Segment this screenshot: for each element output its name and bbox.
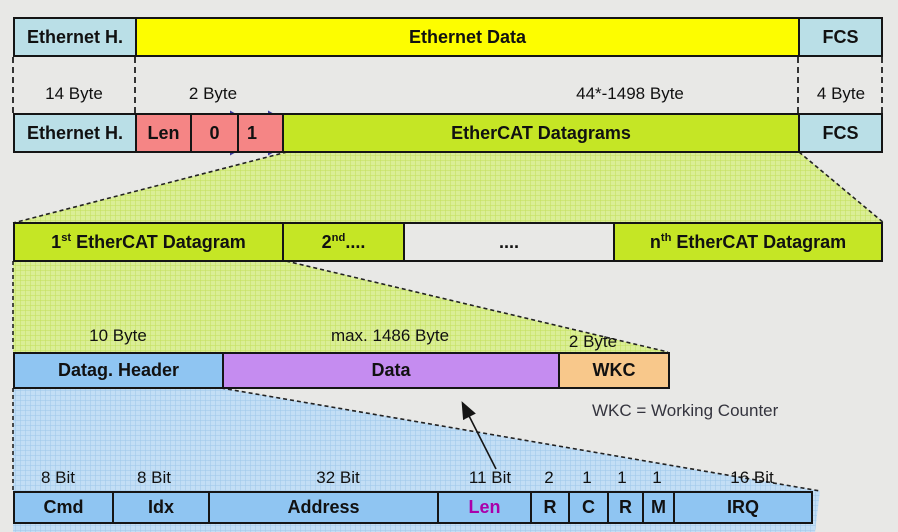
frame-bit1-box: 1 <box>237 113 284 153</box>
ethercat-datagrams-label: EtherCAT Datagrams <box>451 122 631 143</box>
field-len-box: Len <box>437 491 532 524</box>
ethercat-fcs-box: FCS <box>798 113 883 153</box>
datagram-wkc-label: WKC <box>592 360 636 380</box>
ethernet-data-box: Ethernet Data <box>135 17 800 57</box>
ethernet-fcs-box: FCS <box>798 17 883 57</box>
field-idx-label: Idx <box>147 497 174 517</box>
bit-label-m: 1 <box>652 468 662 487</box>
ethercat-eth-header-box: Ethernet H. <box>13 113 137 153</box>
byte-label-frame-hdr: 2 Byte <box>188 84 238 103</box>
first-datagram-label: 1st EtherCAT Datagram <box>51 231 246 252</box>
bit-label-c: 1 <box>582 468 592 487</box>
field-idx-box: Idx <box>112 491 210 524</box>
datagram-header-box: Datag. Header <box>13 352 224 389</box>
header-fields-row: Cmd Idx Address Len R C R M IRQ <box>13 491 813 524</box>
nth-datagram-box: nth EtherCAT Datagram <box>613 222 883 262</box>
ethernet-header-box: Ethernet H. <box>13 17 137 57</box>
field-irq-label: IRQ <box>726 497 759 517</box>
ethernet-data-label: Ethernet Data <box>408 26 527 47</box>
bit-label-r2: 1 <box>617 468 627 487</box>
byte-label-wkc: 2 Byte <box>568 332 618 351</box>
datagram-structure-row: Datag. Header Data WKC <box>13 352 670 389</box>
pointer-arrow-icon <box>461 401 497 470</box>
field-address-label: Address <box>287 497 360 517</box>
datagram-wkc-box: WKC <box>558 352 670 389</box>
ethercat-frame-row: Ethernet H. Len 0 1 EtherCAT Datagrams F… <box>13 113 883 153</box>
middle-datagrams-label: .... <box>498 231 519 252</box>
field-r2-box: R <box>607 491 644 524</box>
field-irq-box: IRQ <box>673 491 813 524</box>
second-datagram-label: 2nd.... <box>321 231 366 252</box>
dashed-guide-right <box>881 57 883 113</box>
wkc-note: WKC = Working Counter <box>592 401 779 420</box>
ethercat-eth-header-label: Ethernet H. <box>26 122 123 143</box>
bit-label-cmd: 8 Bit <box>40 468 76 487</box>
first-datagram-box: 1st EtherCAT Datagram <box>13 222 284 262</box>
dashed-guide-left <box>12 57 14 113</box>
dashed-guide-fcs-left <box>797 57 799 113</box>
nth-datagram-label: nth EtherCAT Datagram <box>649 231 847 252</box>
field-len-label: Len <box>468 497 501 517</box>
frame-len-label: Len <box>147 122 180 143</box>
middle-datagrams-box: .... <box>403 222 615 262</box>
ethercat-datagrams-box: EtherCAT Datagrams <box>282 113 800 153</box>
byte-label-header: 14 Byte <box>45 84 103 103</box>
field-r2-label: R <box>619 497 632 517</box>
datagram-data-label: Data <box>371 360 411 380</box>
ethernet-frame-row: Ethernet H. Ethernet Data FCS <box>13 17 883 57</box>
byte-label-datagrams: 44*-1498 Byte <box>576 84 684 103</box>
second-datagram-box: 2nd.... <box>282 222 405 262</box>
bit-label-idx: 8 Bit <box>136 468 172 487</box>
ethernet-fcs-label: FCS <box>822 26 859 47</box>
bit-label-len: 11 Bit <box>468 468 512 487</box>
field-c-box: C <box>568 491 609 524</box>
frame-bit0-label: 0 <box>209 122 220 143</box>
byte-label-fcs: 4 Byte <box>816 84 866 103</box>
ethernet-header-label: Ethernet H. <box>26 26 123 47</box>
frame-len-box: Len <box>135 113 192 153</box>
field-m-box: M <box>642 491 675 524</box>
field-cmd-label: Cmd <box>43 497 84 517</box>
field-r1-label: R <box>543 497 557 517</box>
field-m-label: M <box>651 497 666 517</box>
frame-bit1-label: 1 <box>247 122 258 143</box>
datagram-data-box: Data <box>222 352 560 389</box>
bit-label-r1: 2 <box>544 468 554 487</box>
field-address-box: Address <box>208 491 439 524</box>
field-c-label: C <box>582 497 595 517</box>
dashed-guide-header <box>134 57 136 113</box>
frame-bit0-box: 0 <box>190 113 239 153</box>
byte-label-datag-header: 10 Byte <box>89 326 147 345</box>
field-cmd-box: Cmd <box>13 491 114 524</box>
field-r1-box: R <box>530 491 570 524</box>
byte-label-data: max. 1486 Byte <box>330 326 450 345</box>
ethercat-fcs-label: FCS <box>822 122 859 143</box>
datagram-header-label: Datag. Header <box>57 360 180 380</box>
datagram-list-row: 1st EtherCAT Datagram 2nd.... .... nth E… <box>13 222 883 262</box>
bit-label-address: 32 Bit <box>316 468 360 487</box>
zoom-cone-datagrams <box>13 152 884 223</box>
bit-label-irq: 16 Bit <box>730 468 774 487</box>
